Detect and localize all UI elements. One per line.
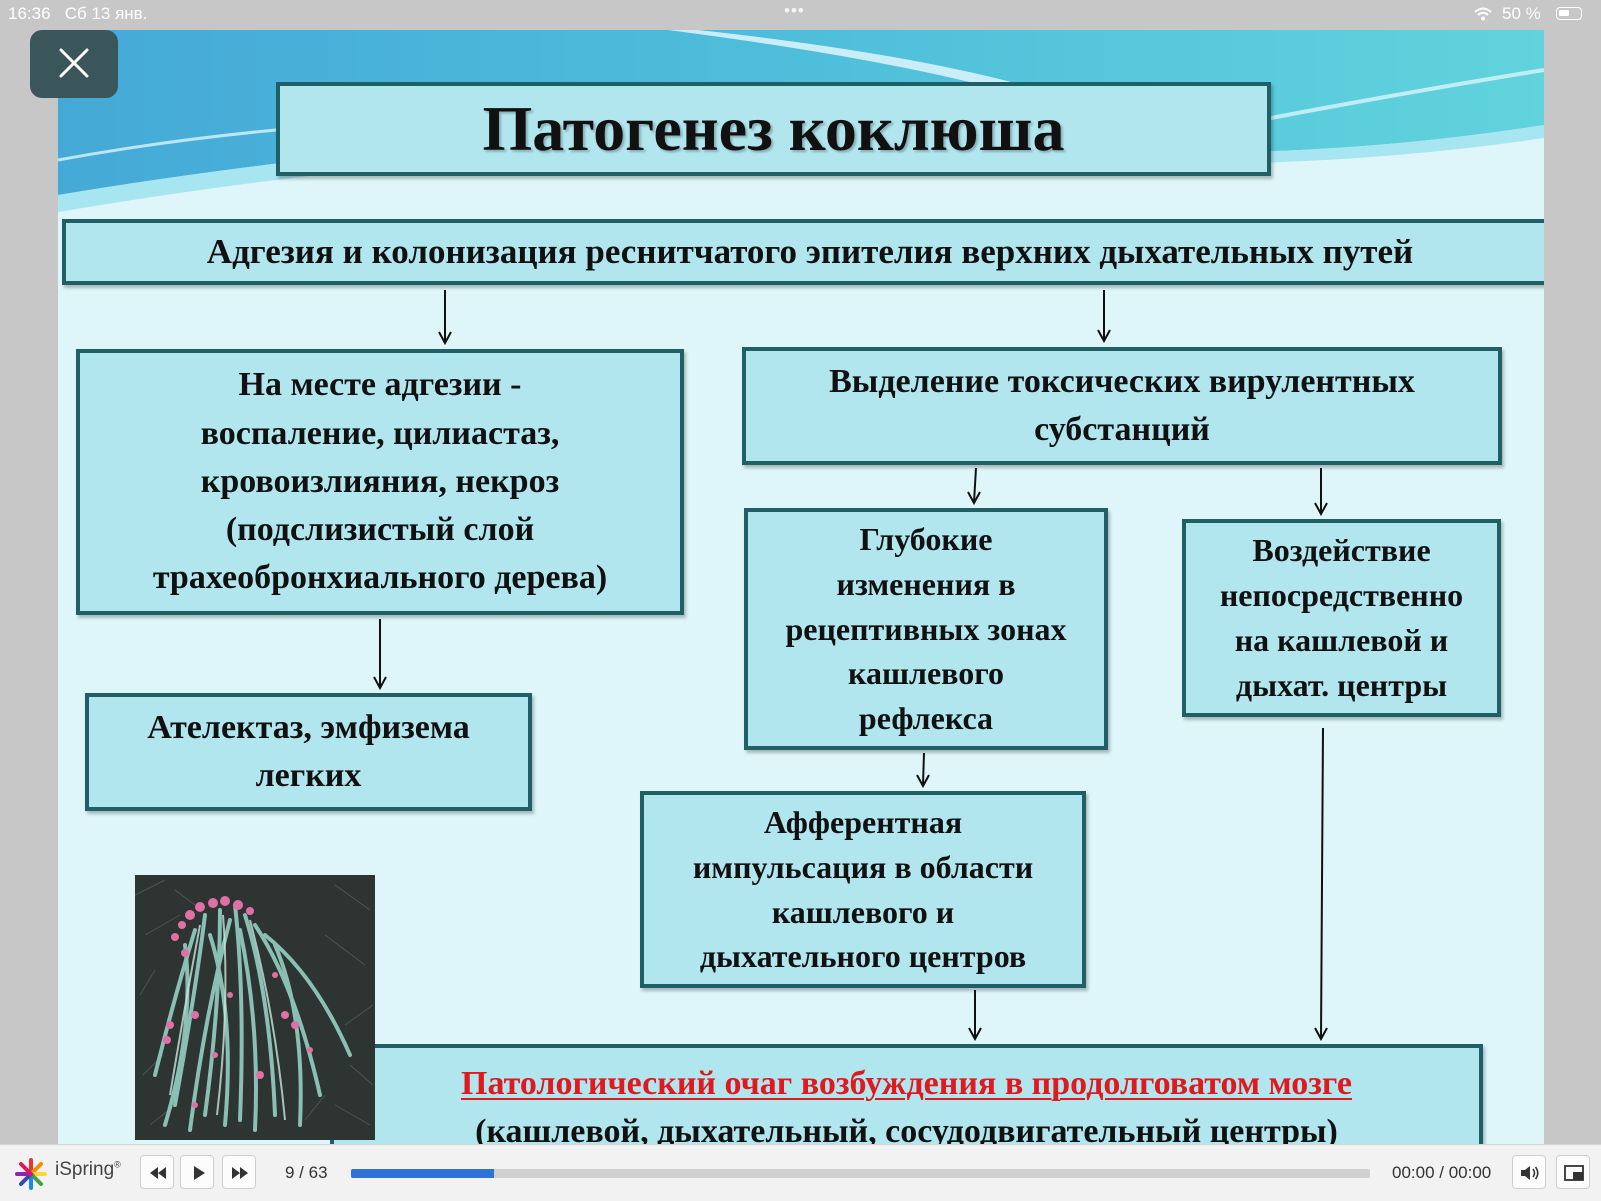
- pathological-focus-subtext: (кашлевой, дыхательный, сосудодвигательн…: [475, 1113, 1338, 1144]
- slide-counter: 9 / 63: [285, 1163, 328, 1182]
- adhesion-text: Адгезия и колонизация реснитчатого эпите…: [206, 232, 1414, 272]
- play-icon: [194, 1166, 205, 1180]
- arrow-inflammation-to-atelectasis: [373, 619, 387, 691]
- volume-icon: [1521, 1166, 1539, 1180]
- progress-fill: [351, 1169, 494, 1178]
- fullscreen-button[interactable]: [1556, 1155, 1590, 1189]
- atelectasis-box: Ателектаз, эмфизема легких: [85, 693, 532, 811]
- timecode: 00:00 / 00:00: [1392, 1163, 1492, 1182]
- toxins-box: Выделение токсических вирулентных субста…: [742, 347, 1502, 465]
- inflammation-box: На месте адгезии - воспаление, цилиастаз…: [76, 349, 684, 615]
- rewind-button[interactable]: [140, 1155, 174, 1189]
- afferent-text: Афферентная импульсация в области кашлев…: [692, 803, 1034, 975]
- fullscreen-icon: [1564, 1165, 1584, 1181]
- arrow-toxins-to-receptive: [967, 467, 981, 506]
- rewind-icon: [150, 1167, 166, 1179]
- brand-text: iSpring: [55, 1159, 115, 1180]
- close-button[interactable]: [30, 30, 118, 98]
- fast-forward-icon: [232, 1167, 248, 1179]
- pathological-focus-box: Патологический очаг возбуждения в продол…: [330, 1044, 1483, 1144]
- status-time: 16:36 Сб 13 янв.: [8, 4, 147, 24]
- play-button[interactable]: [180, 1155, 214, 1189]
- atelectasis-text: Ателектаз, эмфизема легких: [147, 708, 470, 794]
- wifi-icon: [1474, 7, 1492, 21]
- flow-arrows: [373, 290, 1328, 1042]
- toxins-text: Выделение токсических вирулентных субста…: [829, 362, 1415, 448]
- afferent-box: Афферентная импульсация в области кашлев…: [640, 791, 1086, 988]
- arrow-afferent-to-focus: [968, 990, 982, 1042]
- date-text: Сб 13 янв.: [64, 4, 148, 23]
- time-text: 16:36: [8, 4, 51, 23]
- slide-title: Патогенез коклюша: [482, 93, 1065, 164]
- adhesion-box: Адгезия и колонизация реснитчатого эпите…: [62, 219, 1544, 285]
- direct-action-text: Воздействие непосредственно на кашлевой …: [1219, 532, 1464, 703]
- arrow-direct-action-to-focus: [1314, 727, 1328, 1042]
- close-icon: [59, 48, 89, 78]
- fast-forward-button[interactable]: [222, 1155, 256, 1189]
- receptive-changes-text: Глубокие изменения в рецептивных зонах к…: [785, 521, 1067, 737]
- slide: Патогенез коклюша Адгезия и колонизация …: [58, 30, 1544, 1144]
- arrow-receptive-to-afferent: [916, 752, 930, 789]
- slide-title-box: Патогенез коклюша: [276, 82, 1271, 176]
- player-bar: iSpring® 9 / 63 00:00 / 00:00: [0, 1144, 1601, 1201]
- direct-action-box: Воздействие непосредственно на кашлевой …: [1182, 519, 1501, 717]
- battery-icon: [1556, 7, 1582, 20]
- ispring-brand: iSpring®: [55, 1159, 121, 1180]
- volume-button[interactable]: [1512, 1155, 1546, 1189]
- ispring-logo-icon: [15, 1158, 47, 1190]
- arrow-adhesion-to-toxins: [1097, 290, 1111, 344]
- multitasking-dots-icon[interactable]: •••: [784, 1, 805, 20]
- receptive-changes-box: Глубокие изменения в рецептивных зонах к…: [744, 508, 1108, 750]
- battery-text: 50 %: [1502, 4, 1541, 23]
- pathological-focus-text: Патологический очаг возбуждения в продол…: [461, 1065, 1352, 1102]
- arrow-adhesion-to-inflammation: [438, 290, 452, 346]
- status-bar: 16:36 Сб 13 янв. ••• 50 %: [0, 0, 1601, 30]
- arrow-toxins-to-direct-action: [1314, 468, 1328, 517]
- progress-bar[interactable]: [351, 1169, 1370, 1178]
- bacteria-microphoto: [135, 875, 375, 1140]
- inflammation-text: На месте адгезии - воспаление, цилиастаз…: [152, 366, 608, 597]
